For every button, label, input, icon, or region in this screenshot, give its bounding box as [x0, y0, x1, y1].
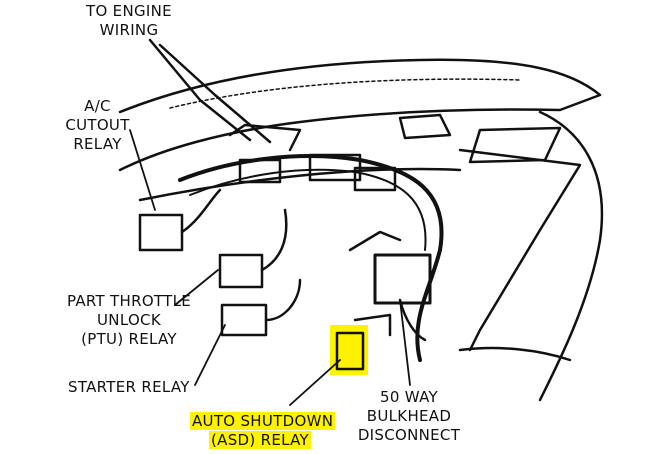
label-asd-relay: AUTO SHUTDOWN (ASD) RELAY [190, 412, 336, 450]
leader-asd [289, 359, 341, 406]
label-engine-wiring: TO ENGINE WIRING [70, 2, 188, 40]
ptu-relay-wires [260, 208, 288, 272]
ptu-relay [218, 253, 264, 289]
wire-harness-inner [189, 168, 427, 251]
label-ptu-line-1: PART THROTTLE [66, 292, 192, 310]
leader-bulkhead [399, 299, 411, 386]
label-asd-line-2: (ASD) RELAY [209, 431, 311, 449]
starter-relay [220, 303, 268, 337]
label-bulkhead-disconnect: 50 WAY BULKHEAD DISCONNECT [355, 388, 463, 445]
ac-cutout-relay [138, 213, 184, 252]
cowl-shading [169, 78, 521, 109]
harness-to-engine [148, 38, 252, 142]
label-bulkhead-line-2: BULKHEAD [366, 407, 452, 425]
firewall-edge [138, 167, 462, 202]
label-ac-line-1: A/C [84, 97, 111, 115]
ac-relay-wires [180, 188, 222, 234]
label-ptu-line-3: (PTU) RELAY [81, 330, 177, 348]
firewall-panel-right [468, 126, 562, 164]
label-engine-wiring-line-1: TO ENGINE [86, 2, 172, 20]
fender-edge [538, 110, 604, 402]
asd-bracket [353, 313, 392, 337]
label-asd-line-1: AUTO SHUTDOWN [190, 412, 336, 430]
label-ptu-relay: PART THROTTLE UNLOCK (PTU) RELAY [60, 292, 198, 349]
harness-connector-3 [353, 166, 397, 192]
label-engine-wiring-line-2: WIRING [99, 21, 159, 39]
leader-starter [194, 324, 226, 386]
cowl-vent [398, 113, 452, 140]
label-starter-relay: STARTER RELAY [68, 378, 190, 397]
fender-lower-edge [458, 346, 572, 362]
leader-ptu [174, 269, 219, 306]
fender-inner-edge [458, 148, 582, 352]
label-ac-cutout-relay: A/C CUTOUT RELAY [55, 97, 140, 154]
label-bulkhead-line-1: 50 WAY [380, 388, 438, 406]
label-bulkhead-line-3: DISCONNECT [357, 426, 461, 444]
leader-ac [129, 129, 156, 211]
label-ac-line-2: CUTOUT [65, 116, 130, 134]
harness-to-engine-2 [158, 43, 272, 144]
harness-connector-1 [238, 158, 282, 184]
cowl-top-edge [118, 58, 602, 172]
bulkhead-bolt [348, 230, 402, 252]
label-ac-line-3: RELAY [73, 135, 122, 153]
starter-relay-wires [264, 278, 302, 322]
label-starter-line-1: STARTER RELAY [68, 378, 190, 396]
asd-relay [335, 331, 365, 371]
label-ptu-line-2: UNLOCK [97, 311, 161, 329]
bulkhead-connector [373, 253, 432, 305]
